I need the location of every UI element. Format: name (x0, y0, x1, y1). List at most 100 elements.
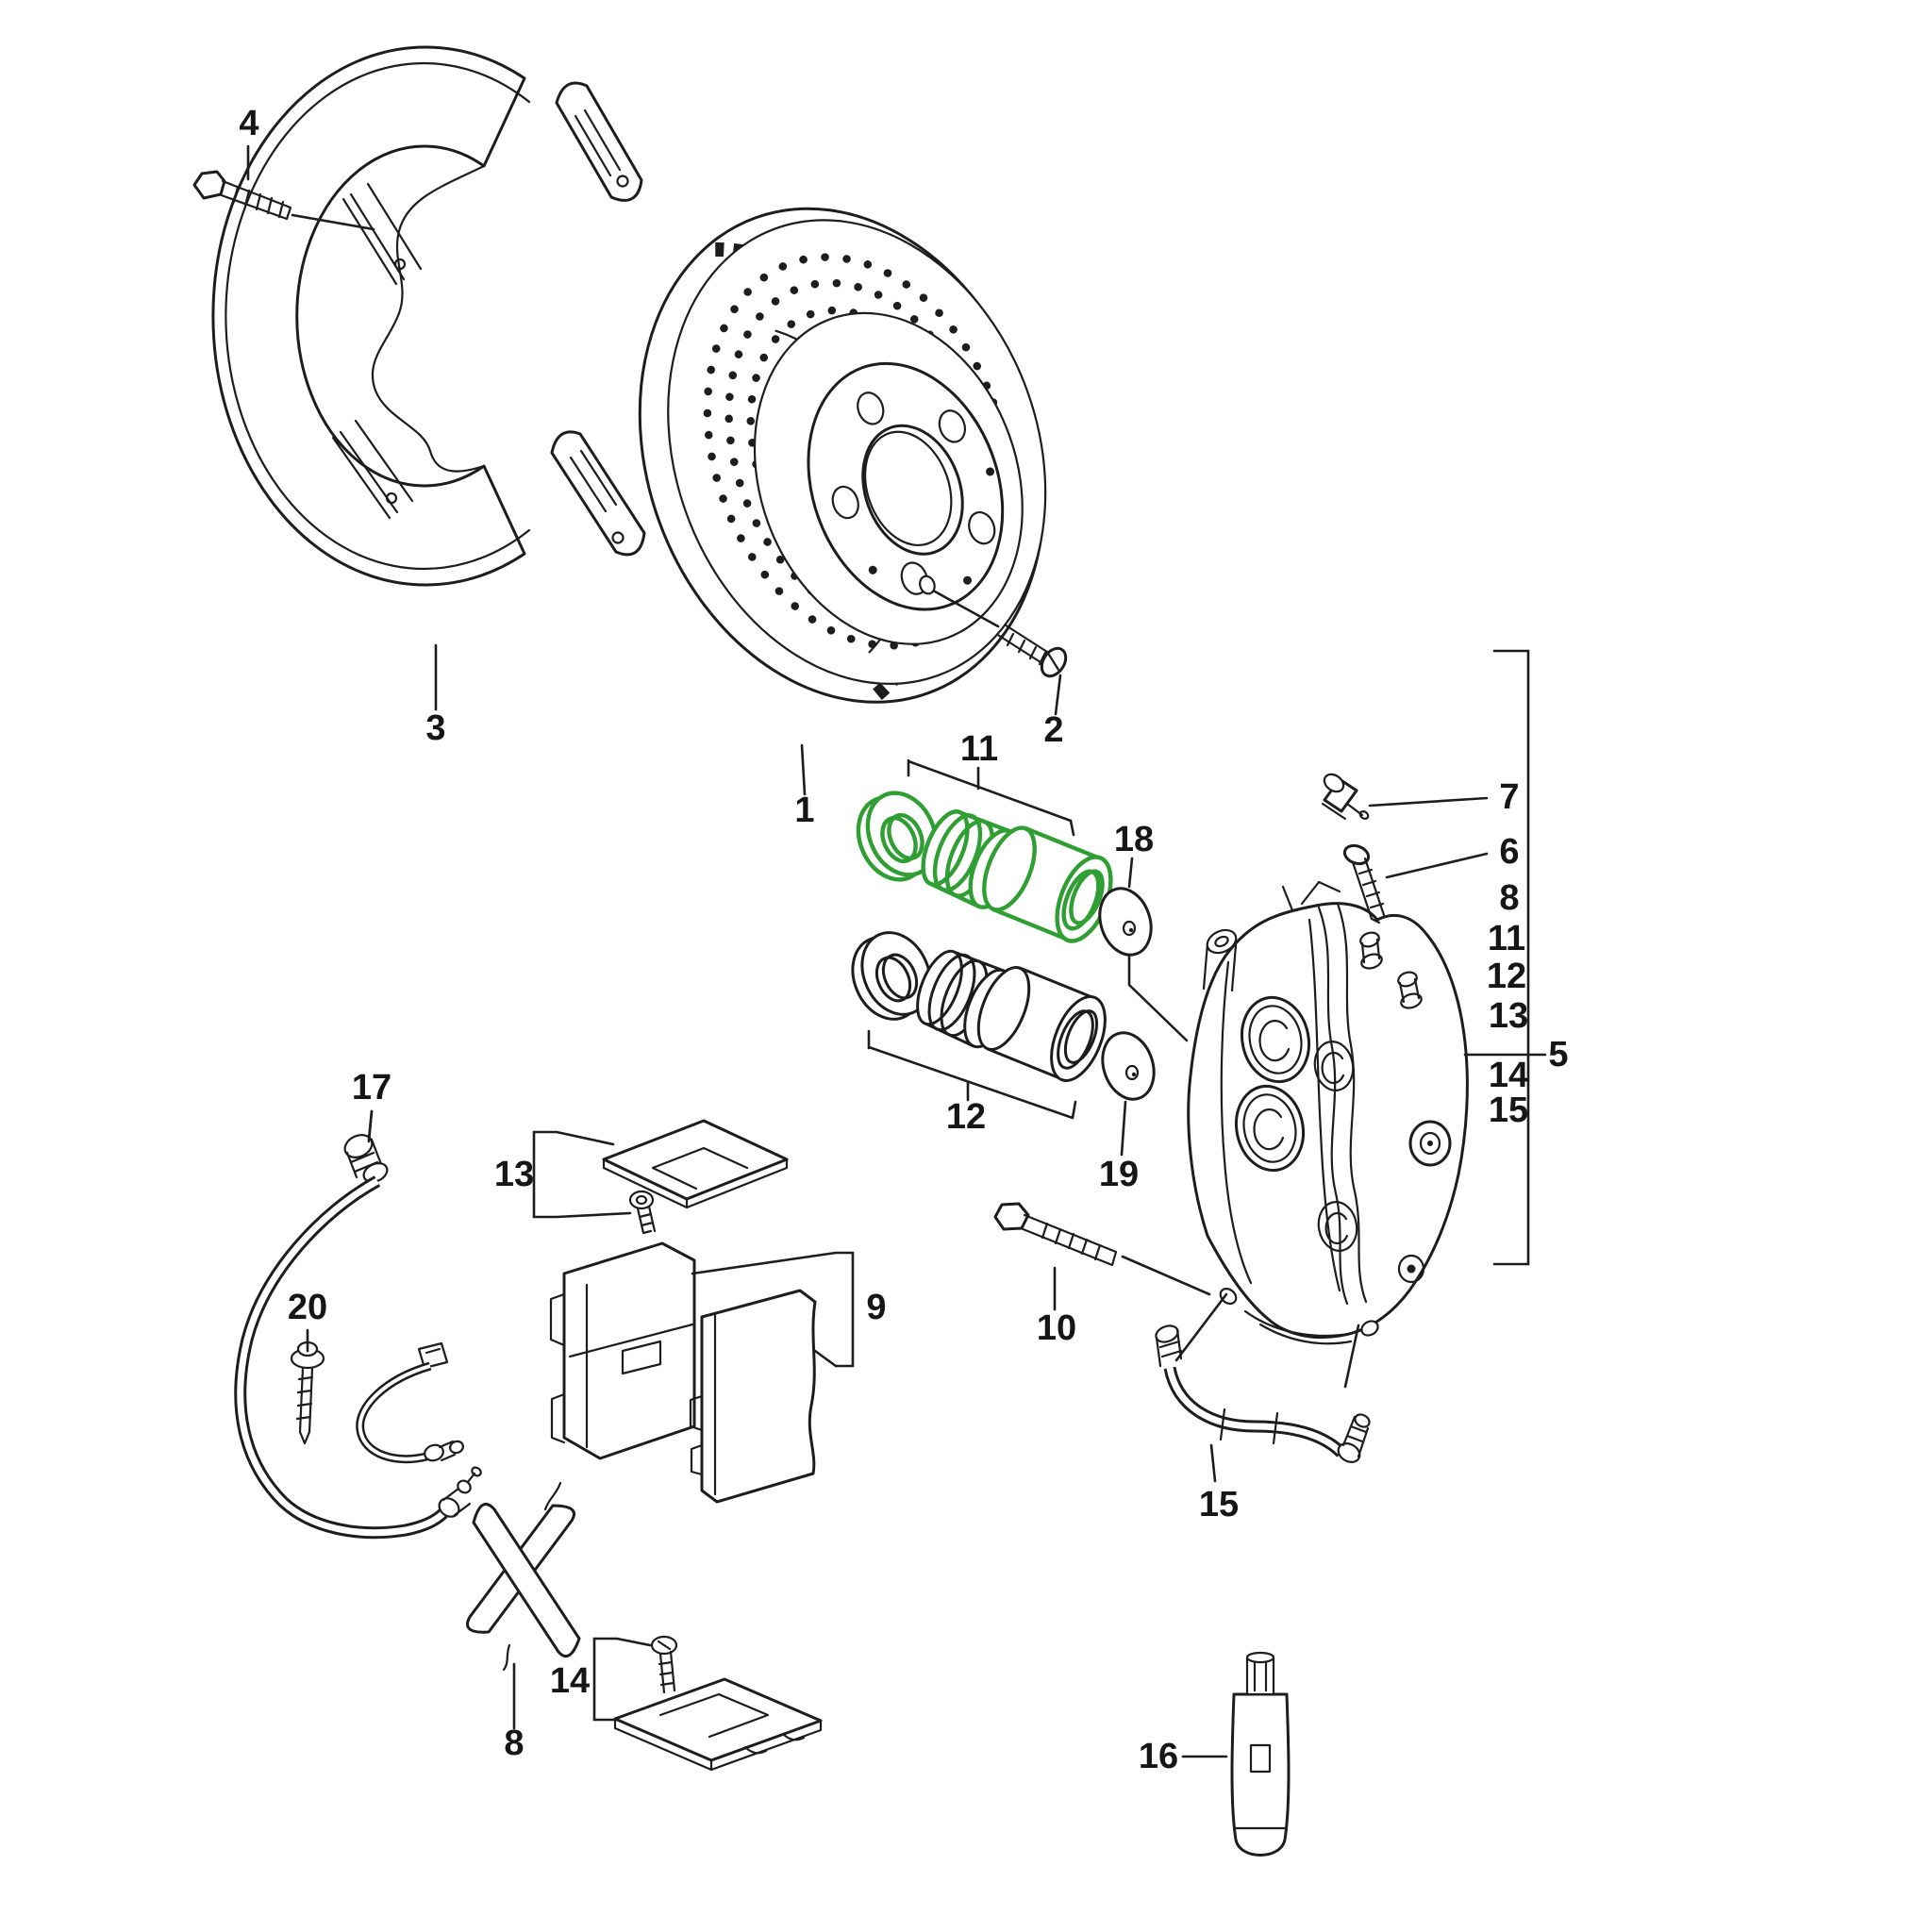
plate13-slot (651, 1146, 749, 1191)
hub-set-screw-hole (919, 575, 936, 595)
washer18-leader-to-caliper (1127, 955, 1189, 1042)
screw2-shaft (997, 624, 1054, 667)
label-leader-17 (367, 1109, 374, 1143)
callout-14: 14 (550, 1661, 590, 1701)
label-leader-2 (1054, 674, 1062, 716)
callout-4: 4 (239, 104, 258, 143)
shield-band (211, 45, 526, 587)
plate13-screw (628, 1190, 657, 1235)
callout-12: 12 (946, 1097, 986, 1137)
wear-sensor-cable (356, 1341, 464, 1464)
group5-bracket (1492, 649, 1530, 1266)
washer19-disc (1101, 1031, 1156, 1101)
disc-set-screw (933, 590, 1068, 678)
callout-8: 8 (504, 1724, 524, 1763)
tube16-label (1249, 1743, 1272, 1774)
splash-shield (211, 45, 646, 587)
bolt4-shaft (217, 179, 292, 221)
washer19-hole-dot (1131, 1072, 1137, 1077)
callout-labels: 1 2 3 4 8 9 10 11 12 13 14 15 16 17 18 1… (239, 104, 1239, 1776)
hub-small-holes (868, 467, 995, 585)
callout-19: 19 (1099, 1155, 1139, 1194)
caliper-right-port (1360, 1320, 1379, 1337)
screw20-shaft (295, 1366, 314, 1445)
pads-bracket (691, 1251, 855, 1368)
callout-11: 11 (960, 729, 998, 769)
caliper-top-bracket-ticks (1281, 880, 1341, 912)
caliper-piston-bore-2 (1235, 1084, 1305, 1173)
shield-bolt (192, 170, 375, 231)
bolt10-head (993, 1202, 1030, 1231)
grease-tube (1181, 1651, 1291, 1857)
piston12-bore-depth (1063, 1009, 1099, 1064)
shield-lower-tab-slot (569, 449, 618, 513)
callout-15: 15 (1199, 1485, 1239, 1524)
washer18-hole (1122, 920, 1137, 937)
column-13: 13 (1489, 996, 1528, 1036)
piston12-body (986, 966, 1096, 1081)
hub-bore-depth (863, 430, 953, 547)
brake-line (1155, 1292, 1371, 1483)
washer18-hole-dot (1128, 927, 1134, 933)
shield-lower-tab (550, 430, 646, 557)
line15-tube-inner (1166, 1367, 1344, 1456)
hub-lug-holes (831, 391, 996, 595)
column-8: 8 (1499, 878, 1519, 918)
line15-leader (1209, 1443, 1217, 1483)
pad-right-details (689, 1311, 717, 1496)
seal-ring-hole-depth (880, 815, 918, 864)
plate14-face (613, 1677, 823, 1762)
shield-lower-strip-rivet (385, 491, 398, 505)
column-15: 15 (1489, 1091, 1528, 1130)
callout-1: 1 (794, 791, 814, 830)
piston-bore-depth (1069, 869, 1105, 925)
screw2-pointer (933, 590, 1000, 628)
pad-right-friction (700, 1289, 817, 1504)
callout-13: 13 (494, 1155, 534, 1194)
piston-repair-kit-highlighted (856, 791, 1113, 943)
caliper-right-boss (1397, 1120, 1452, 1284)
caliper-piston-bore-1 (1241, 995, 1310, 1084)
callout-2: 2 (1043, 710, 1063, 750)
hose17-tube-inner (237, 1177, 446, 1537)
callout-16: 16 (1139, 1737, 1178, 1776)
bolt10-pointer (1121, 1255, 1211, 1296)
retaining-plate-bottom (592, 1635, 823, 1772)
bolt10-shaft (1019, 1213, 1118, 1267)
shield-upper-tab-slot (574, 108, 622, 177)
washer19-hole (1124, 1064, 1140, 1081)
shield-upper-tab (555, 81, 643, 202)
caliper-mount-lug (1202, 928, 1238, 992)
valve7-leader (1368, 796, 1489, 808)
caliper-bleeder-bosses (1359, 931, 1423, 1009)
brake-disc (638, 207, 1047, 704)
callout-9: 9 (866, 1288, 886, 1327)
callout-3: 3 (425, 708, 445, 748)
screw2-head-slot (1047, 653, 1060, 672)
piston-repair-kit (851, 931, 1107, 1082)
pad-left-details (549, 1283, 694, 1449)
column-7: 7 (1499, 777, 1519, 817)
plate14-screw (650, 1635, 678, 1694)
caliper-screw (1342, 843, 1489, 924)
brake-pads (549, 1241, 855, 1504)
label-leader-18 (1127, 857, 1134, 889)
hose17-top-fitting (343, 1134, 389, 1183)
caliper-center-ridge (1317, 902, 1368, 1306)
hose17-tube-outer (234, 1175, 448, 1540)
shield-inner-dish-contour (371, 164, 486, 473)
kit11-bracket (907, 758, 1075, 837)
line15-pointers (1174, 1292, 1360, 1389)
label-leader-19 (1120, 1100, 1127, 1157)
seal12-hole (881, 953, 919, 1000)
plate14-slot (658, 1692, 770, 1739)
bleeder-valve (1321, 773, 1489, 821)
line15-sleeve (1219, 1407, 1279, 1445)
sensor-cable-inner (358, 1364, 431, 1461)
shield-upper-strip-rivet (393, 258, 407, 271)
tube16-cap (1245, 1651, 1275, 1696)
plate14-bracket (592, 1637, 652, 1722)
plate13-bracket (532, 1130, 632, 1219)
